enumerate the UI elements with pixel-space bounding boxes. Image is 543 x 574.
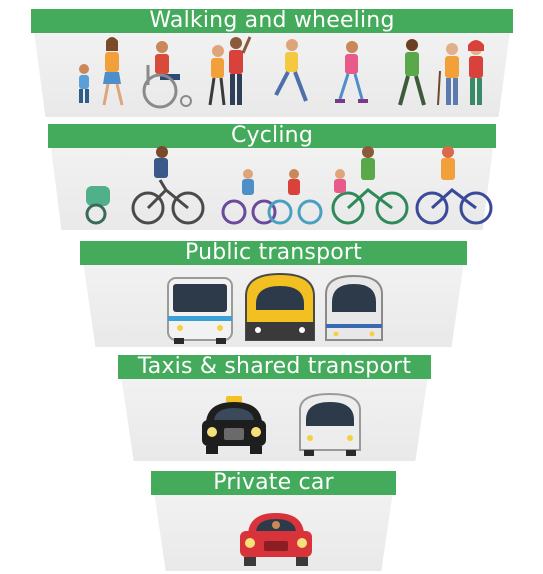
- man-walking-figure: [398, 39, 426, 106]
- tier-public-transport-title: Public transport: [185, 240, 362, 265]
- children-cycling-figure: [221, 169, 323, 225]
- cyclist-with-child-seat-figure: [331, 146, 409, 225]
- tier-taxis-title: Taxis & shared transport: [137, 354, 412, 379]
- tier-walking-title: Walking and wheeling: [149, 8, 395, 33]
- tier-walking-band: Walking and wheeling: [31, 9, 513, 33]
- child-walking-figure: [79, 64, 89, 103]
- skater-figure: [335, 41, 368, 103]
- woman-walking-figure: [102, 37, 124, 106]
- wheelchair-user-figure: [142, 41, 192, 109]
- tier-taxis-band: Taxis & shared transport: [118, 355, 431, 379]
- runner-figure: [274, 39, 308, 102]
- cycling-illustration: [85, 146, 493, 225]
- taxis-illustration: [202, 392, 361, 456]
- elderly-couple-figure: [437, 40, 484, 106]
- cyclist-with-trailer-figure: [85, 146, 205, 225]
- taxi-icon: [202, 396, 266, 454]
- tier-private-car-title: Private car: [213, 470, 334, 495]
- bus-icon: [167, 277, 233, 344]
- minibus-icon: [299, 392, 361, 456]
- tier-public-transport-band: Public transport: [80, 241, 467, 265]
- private-car-illustration: [240, 513, 312, 566]
- tier-private-car-band: Private car: [151, 471, 396, 495]
- tier-cycling-title: Cycling: [230, 123, 313, 148]
- walking-illustration: [79, 36, 484, 109]
- tram-icon: [325, 274, 383, 341]
- couple-figure: [208, 36, 252, 106]
- tier-cycling-band: Cycling: [48, 124, 496, 148]
- public-transport-illustration: [167, 272, 383, 344]
- adult-cyclist-figure: [415, 146, 493, 225]
- car-icon: [240, 513, 312, 566]
- train-icon: [245, 272, 315, 341]
